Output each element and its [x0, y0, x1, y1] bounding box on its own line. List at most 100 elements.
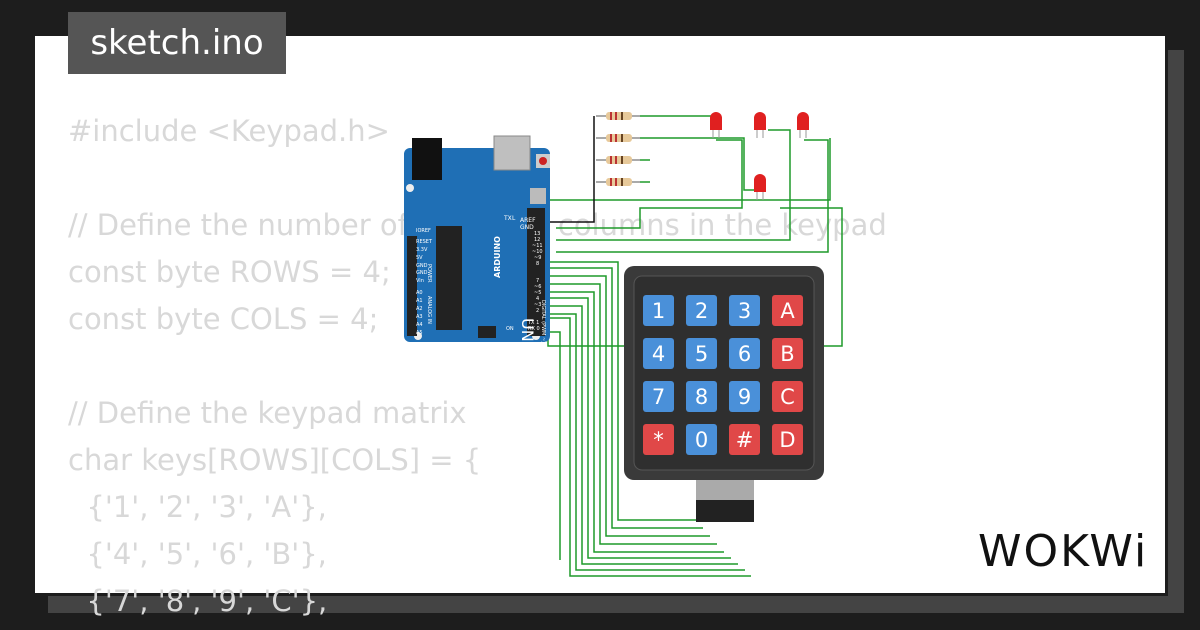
keypad-key-face [643, 424, 674, 455]
pin-10-label: ~10 [532, 249, 543, 255]
pin-8-label: 8 [536, 261, 539, 267]
tx-label: TX [503, 215, 512, 222]
vin-label: Vin [416, 278, 424, 284]
keypad-key-face [643, 381, 674, 412]
keypad-key[interactable]: # [729, 424, 760, 455]
resistors [596, 112, 640, 186]
wokwi-logo: WOKWi [978, 526, 1149, 577]
keypad-key[interactable]: 4 [643, 338, 674, 369]
keypad-key[interactable]: 5 [686, 338, 717, 369]
arduino-uno-board: AREF GND 13 12 ~11 ~10 ~9 8 7 ~6 ~5 4 ~3… [404, 135, 550, 354]
led [754, 174, 766, 200]
code-line: {'4', '5', '6', 'B'}, [68, 537, 327, 571]
keypad-key[interactable]: A [772, 295, 803, 326]
a4-label: A4 [416, 322, 423, 328]
a2-label: A2 [416, 306, 423, 312]
keypad-connector [696, 480, 754, 502]
keypad-key-face [772, 295, 803, 326]
code-line: #include <Keypad.h> [68, 114, 390, 148]
reset-button [539, 157, 547, 165]
pin-9-label: ~9 [534, 255, 541, 261]
keypad-key-label: 8 [695, 385, 708, 409]
keypad-key-label: 7 [652, 385, 665, 409]
pin-12-label: 12 [534, 237, 540, 243]
keypad-key-label: B [780, 342, 794, 366]
keypad-key-label: 0 [695, 428, 708, 452]
keypad-key-face [643, 295, 674, 326]
pin-7-label: 7 [536, 278, 539, 284]
keypad-key-label: C [780, 385, 795, 409]
keypad-key-face [729, 338, 760, 369]
reset-label: RESET [416, 239, 433, 245]
pin-0-label: RX 0 [528, 326, 540, 332]
keypad-key-face [772, 338, 803, 369]
led [754, 112, 766, 138]
a3-label: A3 [416, 314, 423, 320]
a5-label: A5 [416, 330, 423, 336]
keypad-key[interactable]: 0 [686, 424, 717, 455]
3v3-label: 3.3V [416, 247, 428, 253]
resistor [596, 178, 640, 186]
pin-1-label: TX 1 [527, 320, 539, 326]
keypad-key-face [729, 295, 760, 326]
code-line: {'1', '2', '3', 'A'}, [68, 490, 327, 524]
gnd3-label: GND [416, 270, 428, 276]
keypad-key[interactable]: 7 [643, 381, 674, 412]
keypad-key[interactable]: 2 [686, 295, 717, 326]
board-model: UNO [518, 318, 537, 354]
code-line: {'7', '8', '9', 'C'}, [68, 584, 328, 618]
aref-label: AREF [520, 217, 536, 224]
keypad-key-face [772, 424, 803, 455]
gnd2-label: GND [416, 263, 428, 269]
pin-3-label: ~3 [534, 302, 541, 308]
code-line: const byte COLS = 4; [68, 302, 379, 336]
digital-label: DIGITAL (PWM ~) [540, 300, 546, 343]
code-line: char keys[ROWS][COLS] = { [68, 443, 482, 477]
code-line: // Define the keypad matrix [68, 396, 467, 430]
keypad-key[interactable]: D [772, 424, 803, 455]
keypad-key-face [686, 295, 717, 326]
keypad-key[interactable]: * [643, 424, 674, 455]
keypad-key-label: 5 [695, 342, 708, 366]
led [797, 112, 809, 138]
pin-5-label: ~5 [534, 290, 541, 296]
keypad-key-label: 4 [652, 342, 665, 366]
wires [547, 115, 843, 577]
keypad-key[interactable]: B [772, 338, 803, 369]
ground-wire [548, 116, 595, 223]
a1-label: A1 [416, 298, 423, 304]
keypad-key[interactable]: 8 [686, 381, 717, 412]
keypad-key-label: 3 [738, 299, 751, 323]
power-jack [412, 138, 442, 180]
keypad-key-label: A [780, 299, 795, 323]
keypad-key[interactable]: 9 [729, 381, 760, 412]
gnd-label: GND [520, 224, 534, 231]
sketch-filename-tab: sketch.ino [68, 12, 286, 74]
keypad-key[interactable]: C [772, 381, 803, 412]
pin-11-label: ~11 [532, 243, 543, 249]
keypad-key[interactable]: 1 [643, 295, 674, 326]
keypad-key[interactable]: 3 [729, 295, 760, 326]
analog-label: ANALOG IN [426, 296, 432, 324]
resistor [596, 134, 640, 142]
resistor [596, 112, 640, 120]
board-brand: ARDUINO [493, 236, 502, 278]
pin-13-label: 13 [534, 231, 540, 237]
keypad-key-label: 6 [738, 342, 751, 366]
5v-label: 5V [416, 255, 423, 261]
resistor [596, 156, 640, 164]
pin-6-label: ~6 [534, 284, 541, 290]
code-line: const byte ROWS = 4; [68, 255, 391, 289]
pin-2-label: 2 [536, 308, 539, 314]
keypad-key-label: # [736, 428, 754, 452]
a0-label: A0 [416, 290, 423, 296]
on-label: ON [506, 326, 514, 332]
pin-4-label: 4 [536, 296, 539, 302]
keypad-key-face [686, 424, 717, 455]
l-label: L [512, 215, 516, 222]
keypad-key[interactable]: 6 [729, 338, 760, 369]
keypad-key-label: 9 [738, 385, 751, 409]
keypad-key-face [686, 338, 717, 369]
